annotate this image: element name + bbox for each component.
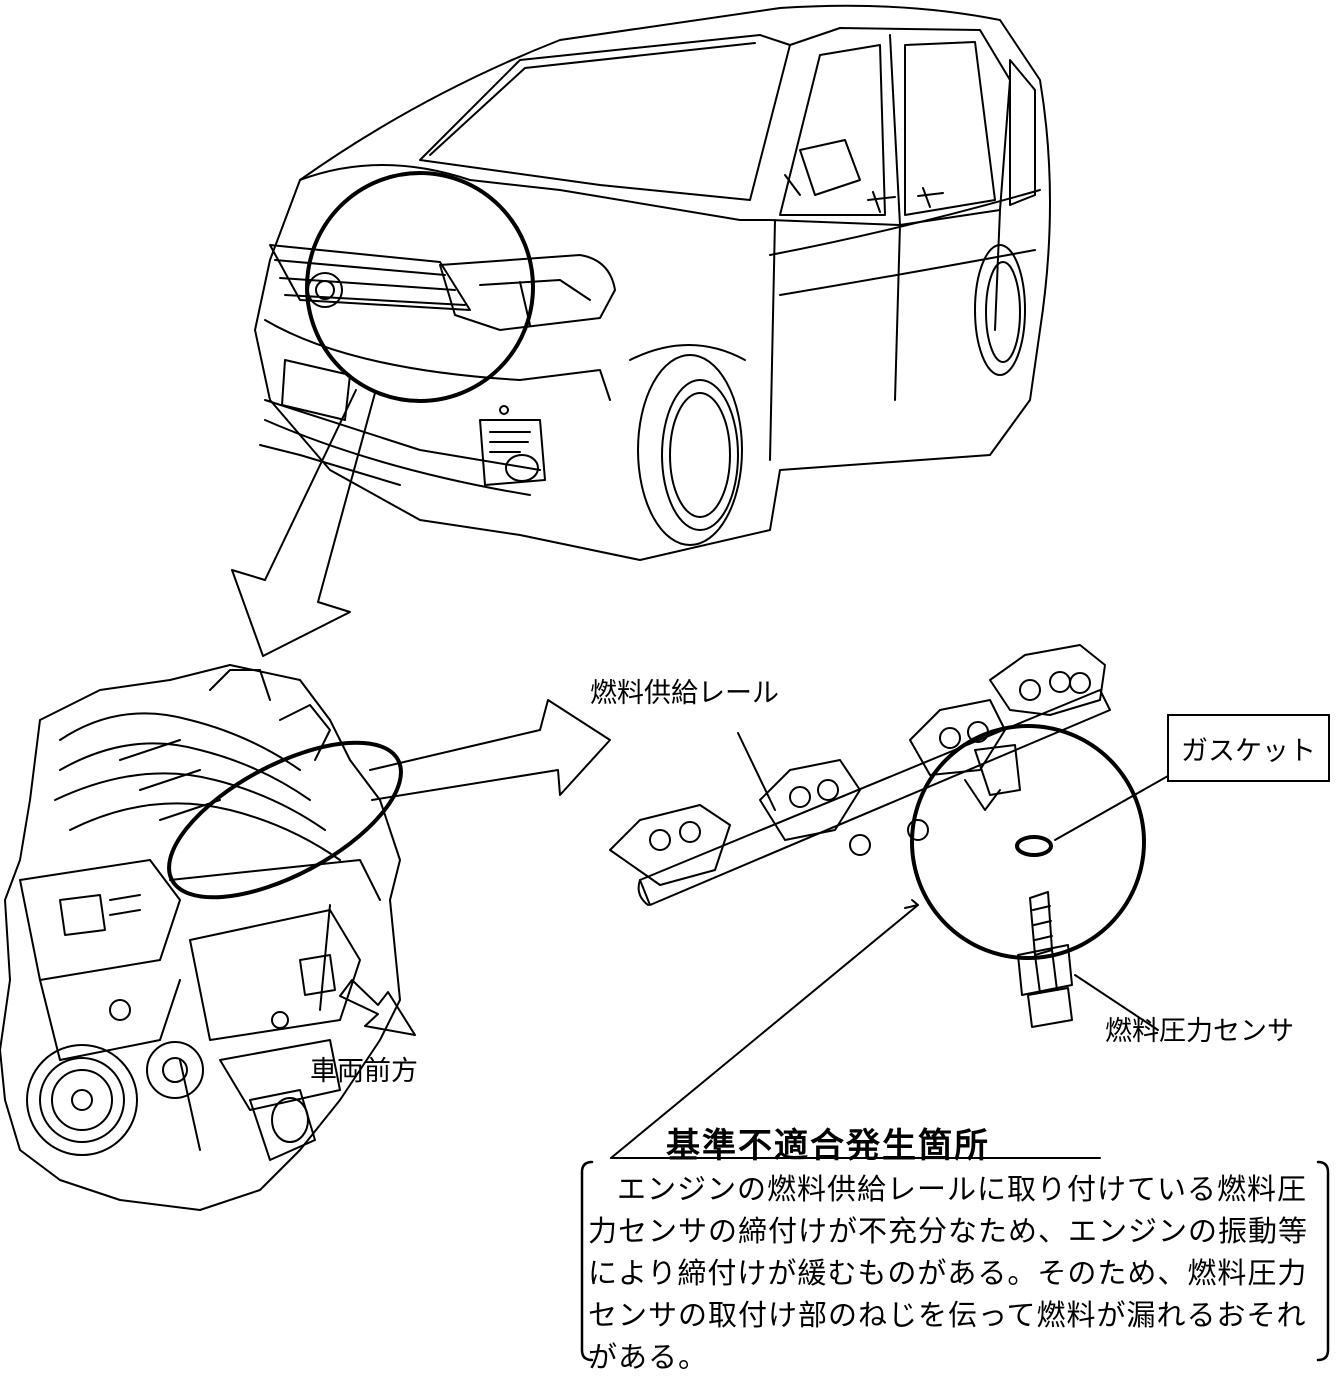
sensor-leader (1074, 974, 1159, 1031)
vehicle-front-label: 車両前方 (310, 1056, 418, 1087)
vehicle-illustration (254, 4, 1051, 561)
arrow-engine-to-rail (369, 699, 611, 801)
defect-location-heading: 基準不適合発生箇所 (666, 1126, 990, 1166)
fuel-rail-illustration (609, 644, 1146, 1028)
vehicle-front-arrow (339, 979, 416, 1036)
arrow-car-to-engine (231, 389, 376, 657)
description-bracket-right (1316, 1160, 1330, 1362)
gasket-leader (1054, 771, 1176, 841)
defect-description: エンジンの燃料供給レールに取り付けている燃料圧力センサの締付けが不充分なため、エ… (588, 1172, 1309, 1374)
gasket-label-box: ガスケット (1167, 714, 1330, 782)
fuel-rail-label: 燃料供給レール (590, 678, 779, 709)
fuel-rail-leader (737, 732, 776, 811)
gasket-label: ガスケット (1181, 735, 1316, 767)
defect-leader (610, 904, 919, 1159)
fuel-pressure-sensor-label: 燃料圧力センサ (1105, 1016, 1294, 1047)
description-bracket-left (580, 1160, 594, 1362)
defect-leader-tip (904, 899, 919, 909)
engine-illustration (0, 664, 403, 1211)
